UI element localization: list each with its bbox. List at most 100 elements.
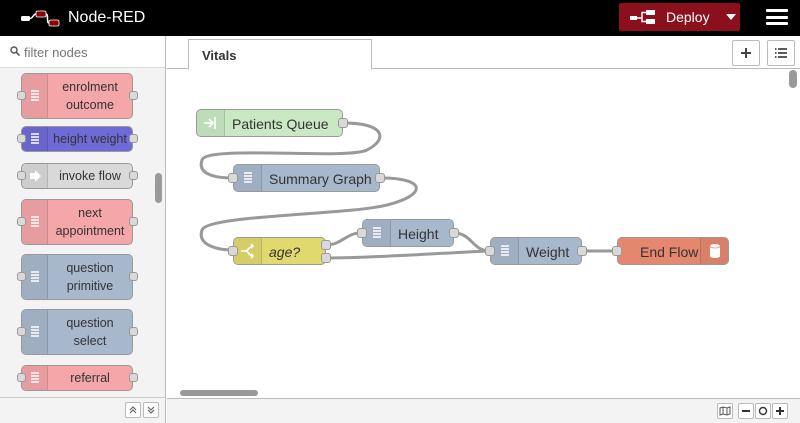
canvas-vertical-scrollbar[interactable] (789, 70, 797, 88)
deploy-label: Deploy (666, 9, 710, 25)
flow-node-weight[interactable]: Weight (490, 237, 582, 265)
flow-node-patients-queue[interactable]: Patients Queue (196, 109, 343, 137)
flow-node-height[interactable]: Height (362, 219, 454, 247)
output-port[interactable] (338, 118, 348, 128)
output-port (129, 134, 138, 143)
input-port (17, 272, 26, 281)
palette-node-label: outcome (66, 98, 114, 112)
wire (199, 176, 418, 252)
node-red-logo-icon (21, 10, 60, 27)
plus-icon (741, 48, 751, 58)
flow-node-label: age? (269, 244, 301, 260)
list-icon (22, 127, 48, 151)
output-port (129, 327, 138, 336)
palette-scrollbar[interactable] (155, 173, 162, 203)
palette-node-label: question (66, 261, 114, 275)
output-port[interactable] (449, 228, 459, 238)
input-port (17, 134, 26, 143)
output-port (129, 217, 138, 226)
input-port (17, 91, 26, 100)
list-icon (22, 200, 48, 244)
palette-node-label: select (73, 334, 107, 348)
list-icon (234, 165, 262, 191)
workspace-footer (167, 398, 800, 423)
navigator-button[interactable] (717, 403, 733, 419)
list-icon (22, 310, 48, 354)
list-icon (363, 220, 391, 246)
logo: Node-RED (20, 6, 145, 30)
list-icon (491, 238, 519, 264)
palette-node-next-appointment[interactable]: next appointment (21, 199, 133, 245)
input-port[interactable] (612, 246, 622, 256)
double-chevron-down-icon (147, 406, 155, 414)
output-port (129, 171, 138, 180)
palette-node-label: question (66, 316, 114, 330)
palette-node-invoke-flow[interactable]: invoke flow (21, 163, 133, 189)
tab-label: Vitals (202, 48, 237, 63)
double-chevron-up-icon (129, 406, 137, 414)
list-flows-button[interactable] (767, 40, 795, 66)
flow-node-label: Weight (526, 244, 570, 260)
list-icon (775, 48, 787, 58)
zoom-in-button[interactable] (772, 403, 788, 419)
input-port[interactable] (357, 228, 367, 238)
wire (199, 121, 382, 180)
palette-node-label: invoke flow (59, 169, 121, 183)
map-icon (719, 406, 731, 416)
flow-node-label: Height (398, 226, 439, 242)
arrow-right-icon (22, 164, 48, 188)
caret-down-icon (726, 14, 736, 20)
filter-nodes-input[interactable] (24, 43, 154, 61)
input-port[interactable] (485, 246, 495, 256)
search-icon (10, 46, 20, 56)
output-port[interactable] (375, 173, 385, 183)
input-port (17, 327, 26, 336)
palette-node-label: height weight (53, 132, 127, 146)
palette-node-question-primitive[interactable]: question primitive (21, 254, 133, 300)
palette-search (0, 36, 165, 68)
palette-node-height-weight[interactable]: height weight (21, 126, 133, 152)
flow-node-summary-graph[interactable]: Summary Graph (233, 164, 380, 192)
palette-node-referral[interactable]: referral (21, 365, 133, 391)
list-icon (22, 366, 48, 390)
add-flow-button[interactable] (732, 40, 760, 66)
plus-icon (776, 407, 784, 415)
list-icon (22, 255, 48, 299)
input-port (17, 217, 26, 226)
palette-node-label: next (78, 206, 102, 220)
palette-node-question-select[interactable]: question select (21, 309, 133, 355)
circle-icon (758, 406, 768, 416)
link-in-icon (197, 110, 225, 136)
input-port (17, 171, 26, 180)
collapse-all-button[interactable] (143, 402, 159, 418)
zoom-out-button[interactable] (738, 403, 754, 419)
deploy-menu-button[interactable] (722, 3, 740, 31)
main-menu-button[interactable] (766, 9, 788, 27)
input-port (17, 373, 26, 382)
palette-node-label: appointment (55, 224, 125, 238)
palette-node-label: referral (70, 371, 110, 385)
tab-vitals[interactable]: Vitals (188, 39, 372, 70)
input-port[interactable] (228, 246, 238, 256)
palette-node-label: primitive (66, 279, 114, 293)
workspace-canvas[interactable]: Patients Queue Summary Graph age? H (167, 70, 800, 398)
expand-all-button[interactable] (125, 402, 141, 418)
workspace-tab-bar: Vitals (167, 36, 800, 70)
input-port[interactable] (228, 173, 238, 183)
output-port-2[interactable] (321, 253, 331, 263)
app-title: Node-RED (68, 9, 146, 26)
output-port-1[interactable] (321, 240, 331, 250)
wire (325, 249, 491, 260)
output-port[interactable] (577, 246, 587, 256)
flow-node-end-flow[interactable]: End Flow (617, 237, 729, 265)
output-port (129, 272, 138, 281)
canvas-horizontal-scrollbar[interactable] (180, 390, 258, 396)
deploy-button[interactable]: Deploy (619, 3, 740, 31)
palette-footer (0, 397, 165, 423)
flow-node-age-switch[interactable]: age? (233, 237, 326, 265)
zoom-reset-button[interactable] (755, 403, 771, 419)
minus-icon (742, 410, 750, 412)
